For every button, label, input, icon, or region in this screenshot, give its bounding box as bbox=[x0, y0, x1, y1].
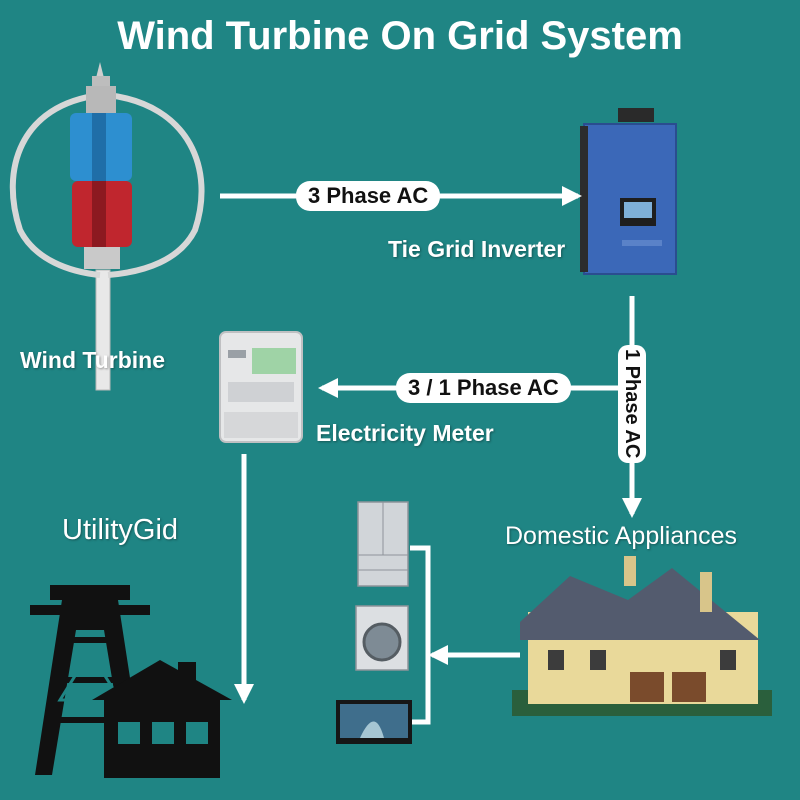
wind-turbine-image bbox=[9, 62, 205, 391]
appliance-connector bbox=[410, 545, 431, 725]
utility-grid-image bbox=[30, 585, 232, 778]
page-title: Wind Turbine On Grid System bbox=[117, 14, 683, 58]
house-image bbox=[512, 556, 772, 716]
label-domestic-appliances: Domestic Appliances bbox=[505, 522, 738, 550]
label-tie-grid-inverter: Tie Grid Inverter bbox=[388, 236, 566, 262]
inverter-image bbox=[580, 108, 677, 275]
electricity-meter-image bbox=[219, 331, 303, 443]
television-image bbox=[336, 700, 412, 744]
flow-label-3-phase-ac: 3 Phase AC bbox=[296, 181, 441, 211]
label-wind-turbine: Wind Turbine bbox=[20, 347, 166, 373]
fridge-image bbox=[357, 501, 409, 587]
washing-machine-image bbox=[355, 605, 409, 671]
flow-label-1-phase-ac: 1 Phase AC bbox=[618, 345, 646, 463]
label-electricity-meter: Electricity Meter bbox=[316, 420, 494, 446]
label-utility-grid: UtilityGid bbox=[62, 514, 179, 546]
flow-label-3-1-phase-ac: 3 / 1 Phase AC bbox=[396, 373, 571, 403]
